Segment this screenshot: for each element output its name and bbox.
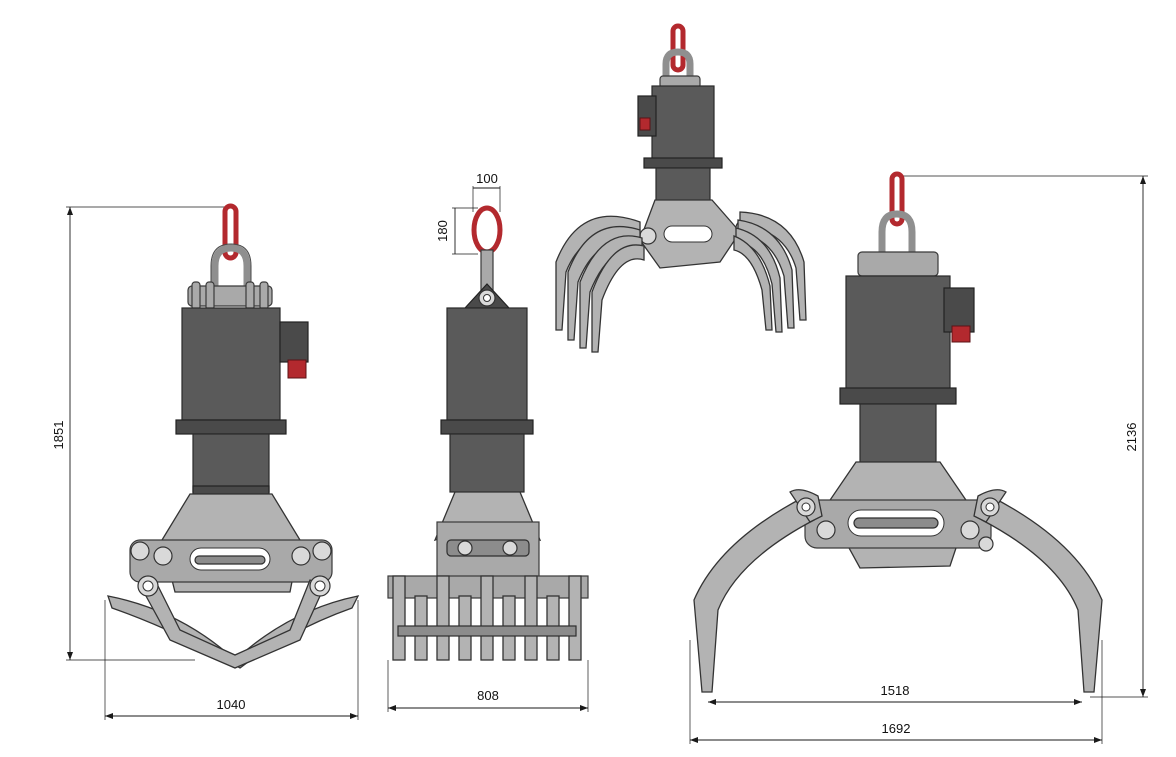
left-open-jaw [693, 495, 815, 693]
lifting-link [889, 171, 905, 227]
valve-block [279, 321, 309, 363]
link-width-label: 100 [476, 171, 498, 186]
link-height-label: 180 [435, 220, 450, 242]
arrow-head [67, 207, 73, 215]
middle-flange [175, 419, 287, 435]
swivel-body [192, 433, 270, 493]
rotator-housing [651, 85, 715, 165]
front-view-open: 2136 1518 [689, 171, 1148, 744]
pivot-pin [153, 546, 173, 566]
left-jaw-tines [555, 215, 645, 353]
pivot-pin [312, 541, 332, 561]
middle-flange [839, 387, 957, 405]
side-view: 100 180 [387, 171, 589, 712]
lifting-link [222, 203, 239, 261]
front-width-label: 1040 [217, 697, 246, 712]
right-jaw-tines [733, 211, 807, 333]
rotator-housing [446, 307, 528, 421]
swivel-body [655, 167, 711, 203]
pivot-pin [291, 546, 311, 566]
valve-block [943, 287, 975, 333]
shackle [878, 210, 916, 262]
isometric-view [555, 23, 807, 353]
outer-width-label: 1692 [882, 721, 911, 736]
front-view-closed: 1851 1040 [51, 203, 360, 720]
swivel-body [859, 403, 937, 463]
arrow-head [67, 652, 73, 660]
middle-flange [440, 419, 534, 435]
lifting-link [471, 205, 503, 255]
flange-bolts [191, 281, 269, 311]
rotator-housing [181, 307, 281, 421]
inner-width-label: 1518 [881, 683, 910, 698]
arrow-head [350, 713, 358, 719]
rotator-flange [857, 251, 939, 277]
swivel-body [449, 433, 525, 493]
shackle [211, 244, 251, 300]
arrow-head [105, 713, 113, 719]
open-height-label: 2136 [1124, 423, 1139, 452]
rotator-housing [845, 275, 951, 393]
shackle [662, 48, 694, 86]
right-open-jaw [981, 495, 1103, 693]
hydraulic-coupling [951, 325, 971, 343]
side-width-label: 808 [477, 688, 499, 703]
pivot-pin [130, 541, 150, 561]
hydraulic-coupling [287, 359, 307, 379]
lifting-link [670, 23, 686, 73]
front-height-label: 1851 [51, 421, 66, 450]
